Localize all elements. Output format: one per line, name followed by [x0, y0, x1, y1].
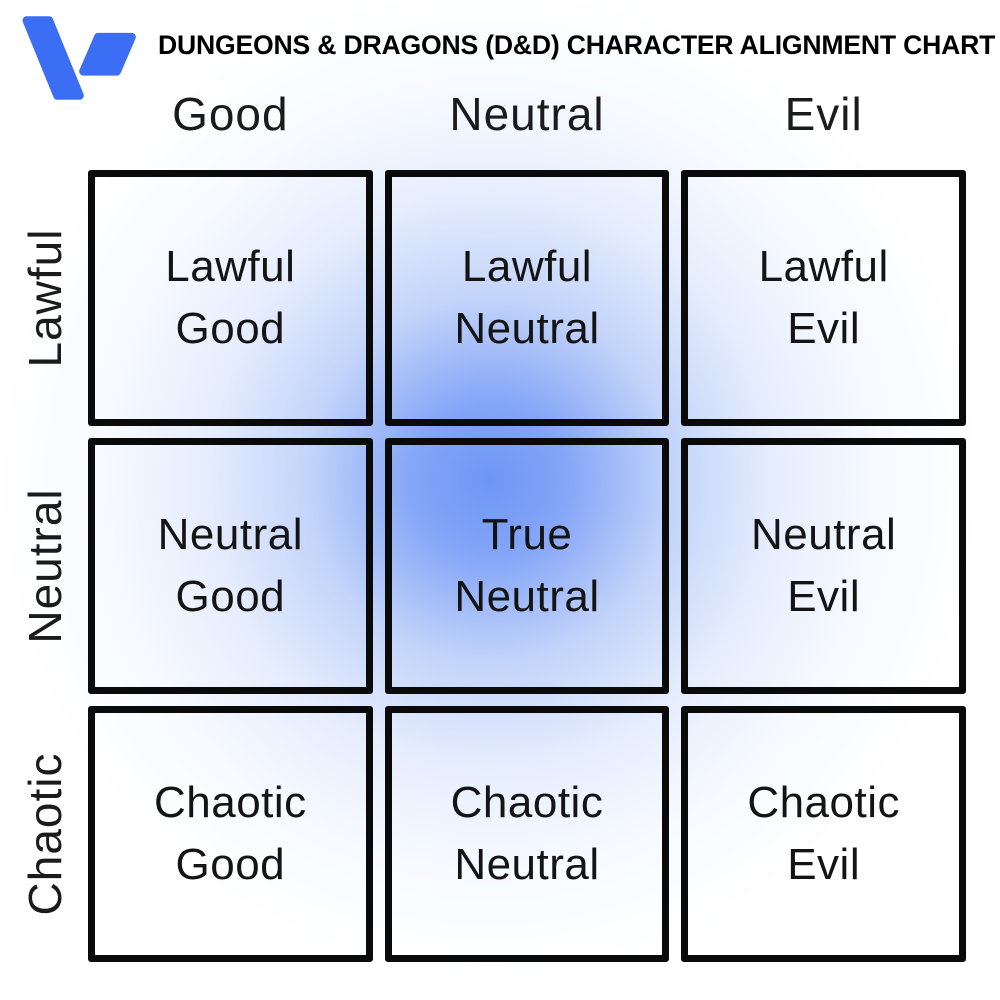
column-header-evil: Evil	[784, 88, 863, 140]
cell-label-line: Neutral	[454, 304, 600, 353]
cell-label-line: Chaotic	[153, 778, 307, 827]
cell-lawful-evil: Lawful Evil	[681, 170, 966, 426]
cell-lawful-neutral: Lawful Neutral	[384, 170, 670, 426]
cell-label-line: Chaotic	[747, 778, 900, 827]
cell-label-line: Neutral	[454, 572, 600, 621]
cell-chaotic-neutral: Chaotic Neutral	[384, 706, 670, 962]
page-title: DUNGEONS & DRAGONS (D&D) CHARACTER ALIGN…	[158, 30, 996, 60]
cell-label-line: Chaotic	[450, 778, 604, 827]
cell-label-line: Neutral	[454, 840, 600, 889]
cell-neutral-evil: Neutral Evil	[681, 438, 966, 694]
cell-chaotic-good: Chaotic Good	[88, 706, 373, 962]
cell-label-line: Good	[175, 304, 286, 353]
cell-neutral-good: Neutral Good	[88, 438, 373, 694]
column-header-good: Good	[172, 88, 289, 140]
cell-label-line: Neutral	[750, 510, 897, 559]
cell-label-line: Evil	[787, 572, 861, 621]
cell-true-neutral: True Neutral	[384, 438, 670, 694]
v-checkmark-logo-icon	[22, 16, 136, 100]
cell-lawful-good: Lawful Good	[88, 170, 373, 426]
alignment-grid: Lawful Good Lawful Neutral Lawful Evil N…	[88, 170, 966, 962]
cell-label-line: Neutral	[157, 510, 303, 559]
row-header-neutral: Neutral	[19, 488, 71, 644]
row-header-chaotic: Chaotic	[19, 752, 71, 916]
cell-label-line: Evil	[787, 304, 861, 353]
cell-label-line: Evil	[787, 840, 861, 889]
cell-label-line: Lawful	[461, 242, 593, 291]
cell-label-line: Good	[175, 840, 286, 889]
cell-label-line: Good	[175, 572, 286, 621]
cell-chaotic-evil: Chaotic Evil	[681, 706, 966, 962]
row-header-lawful: Lawful	[19, 228, 71, 368]
column-headers: Good Neutral Evil	[88, 84, 966, 144]
column-header-neutral: Neutral	[449, 88, 605, 140]
cell-label-line: True	[481, 510, 573, 559]
cell-label-line: Lawful	[758, 242, 889, 291]
cell-label-line: Lawful	[165, 242, 296, 291]
